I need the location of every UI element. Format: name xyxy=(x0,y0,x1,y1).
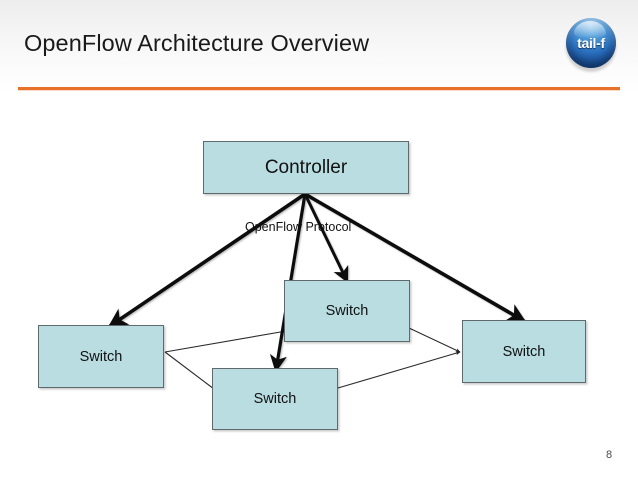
title-divider-rule-shadow xyxy=(18,90,620,91)
node-controller-label: Controller xyxy=(264,156,348,178)
node-switch-right[interactable]: Switch xyxy=(462,320,586,383)
node-switch-mid-label: Switch xyxy=(325,303,369,319)
node-switch-bottom[interactable]: Switch xyxy=(212,368,338,430)
page-number: 8 xyxy=(605,449,613,461)
page-title: OpenFlow Architecture Overview xyxy=(24,30,370,56)
control-link-to-switch-left xyxy=(107,192,307,328)
control-link-to-switch-mid xyxy=(303,193,349,284)
node-controller[interactable]: Controller xyxy=(203,141,409,194)
link-switch-left-to-switch-mid xyxy=(164,329,293,353)
logo-gloss-highlight xyxy=(574,21,606,38)
control-link-to-switch-right xyxy=(304,192,527,323)
logo-wordmark: tail-f xyxy=(577,35,605,51)
edge-label-openflow-protocol: OpenFlow Protocol xyxy=(245,220,352,234)
slide-header-band xyxy=(0,0,638,92)
node-switch-mid[interactable]: Switch xyxy=(284,280,410,342)
node-switch-left[interactable]: Switch xyxy=(38,325,164,388)
link-switch-left-to-switch-bottom xyxy=(164,351,215,390)
node-switch-bottom-label: Switch xyxy=(253,391,297,407)
link-switch-bottom-to-switch-right xyxy=(337,351,461,389)
tailf-logo: tail-f xyxy=(563,16,619,72)
title-divider-rule xyxy=(18,87,620,90)
node-switch-right-label: Switch xyxy=(502,343,546,360)
node-switch-left-label: Switch xyxy=(79,348,123,365)
